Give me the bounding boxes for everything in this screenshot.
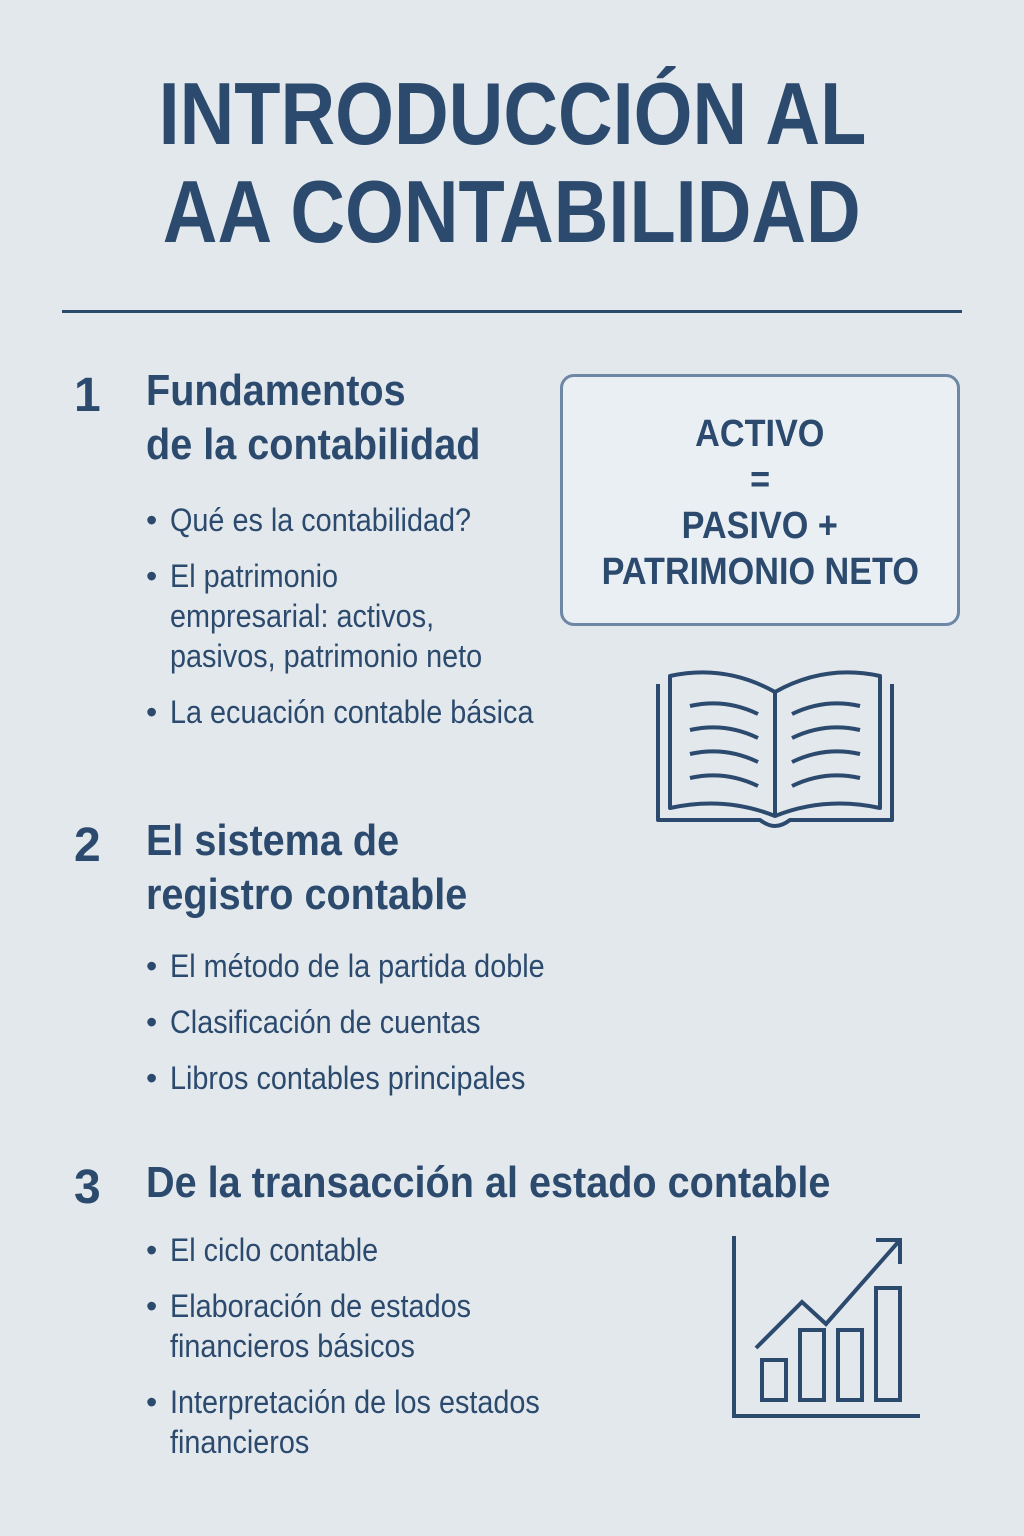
list-item: Interpretación de los estados financiero… xyxy=(146,1382,581,1462)
section-3-heading: De la transacción al estado contable xyxy=(146,1158,831,1207)
list-item: Libros contables principales xyxy=(146,1058,586,1098)
list-item: El patrimonio empresarial: activos, pasi… xyxy=(146,556,574,676)
list-item: El método de la partida doble xyxy=(146,946,586,986)
section-2-number: 2 xyxy=(74,819,101,872)
equation-activo: ACTIVO xyxy=(695,413,825,455)
divider xyxy=(62,310,962,313)
equation-equals: = xyxy=(750,459,770,501)
list-item: La ecuación contable básica xyxy=(146,692,574,732)
list-item: Clasificación de cuentas xyxy=(146,1002,586,1042)
open-book-icon xyxy=(656,670,894,828)
equation-patrimonio: PATRIMONIO NETO xyxy=(601,551,919,593)
title-line-1: INTRODUCCIÓN AL xyxy=(158,64,866,163)
title-line-2: AA CONTABILIDAD xyxy=(163,162,861,261)
list-item: Qué es la contabilidad? xyxy=(146,500,574,540)
section-3-number: 3 xyxy=(74,1161,101,1214)
list-item: El ciclo contable xyxy=(146,1230,581,1270)
section-1-number: 1 xyxy=(74,369,101,422)
section-2-list: El método de la partida doble Clasificac… xyxy=(146,946,586,1114)
section-1-list: Qué es la contabilidad? El patrimonio em… xyxy=(146,500,574,748)
section-3-list: El ciclo contable Elaboración de estados… xyxy=(146,1230,581,1478)
equation-pasivo: PASIVO + xyxy=(681,505,839,547)
accounting-equation-box: ACTIVO = PASIVO + PATRIMONIO NETO xyxy=(560,374,960,626)
bar-chart-growth-icon xyxy=(732,1236,920,1418)
list-item: Elaboración de estados financieros básic… xyxy=(146,1286,581,1366)
